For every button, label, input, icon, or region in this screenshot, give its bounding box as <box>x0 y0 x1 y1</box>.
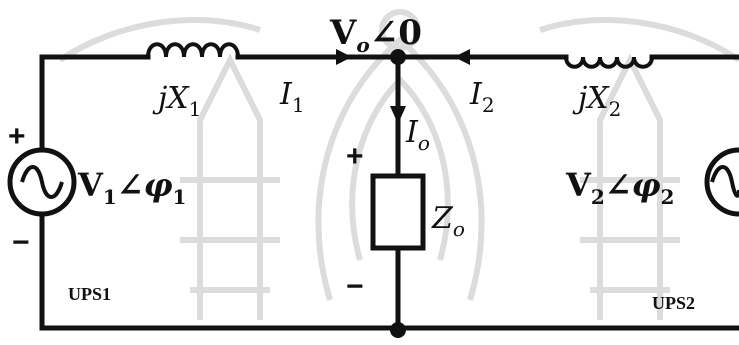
wire-top-left <box>39 54 401 153</box>
arrow-i2 <box>454 49 470 65</box>
sine-2-icon <box>710 165 739 198</box>
wires <box>39 54 739 331</box>
inductor-2 <box>564 56 654 69</box>
node-top-dot <box>390 49 406 65</box>
current-io-label: Io <box>405 115 430 155</box>
source-1-plus: + <box>8 120 26 153</box>
inductor-1-label: jX1 <box>152 81 201 121</box>
node-top-label: Vo∠0 <box>329 13 422 57</box>
source-1 <box>7 147 77 217</box>
arrow-io <box>390 106 406 124</box>
watermark-emblem <box>58 9 739 320</box>
arrows <box>336 49 470 124</box>
ups1-label: UPS1 <box>68 284 111 304</box>
source-1-label: V1∠φ1 <box>77 166 186 209</box>
sine-1-icon <box>20 165 64 199</box>
source-2-label: V2∠φ2 <box>565 166 674 209</box>
inductor-1 <box>146 42 240 58</box>
current-i2-label: I2 <box>469 77 495 117</box>
wire-left-bottom <box>39 211 401 331</box>
source-1-minus: − <box>12 226 30 259</box>
source-2 <box>704 147 739 217</box>
load-plus: + <box>346 140 364 173</box>
load-label: Zo <box>431 201 465 241</box>
arrow-i1 <box>336 49 352 65</box>
ups2-label: UPS2 <box>652 293 695 313</box>
inductor-2-label: jX2 <box>572 81 621 121</box>
current-i1-label: I1 <box>279 77 305 117</box>
load-impedance-box <box>370 173 426 251</box>
load-minus: − <box>346 270 364 303</box>
node-bottom-dot <box>390 322 406 338</box>
